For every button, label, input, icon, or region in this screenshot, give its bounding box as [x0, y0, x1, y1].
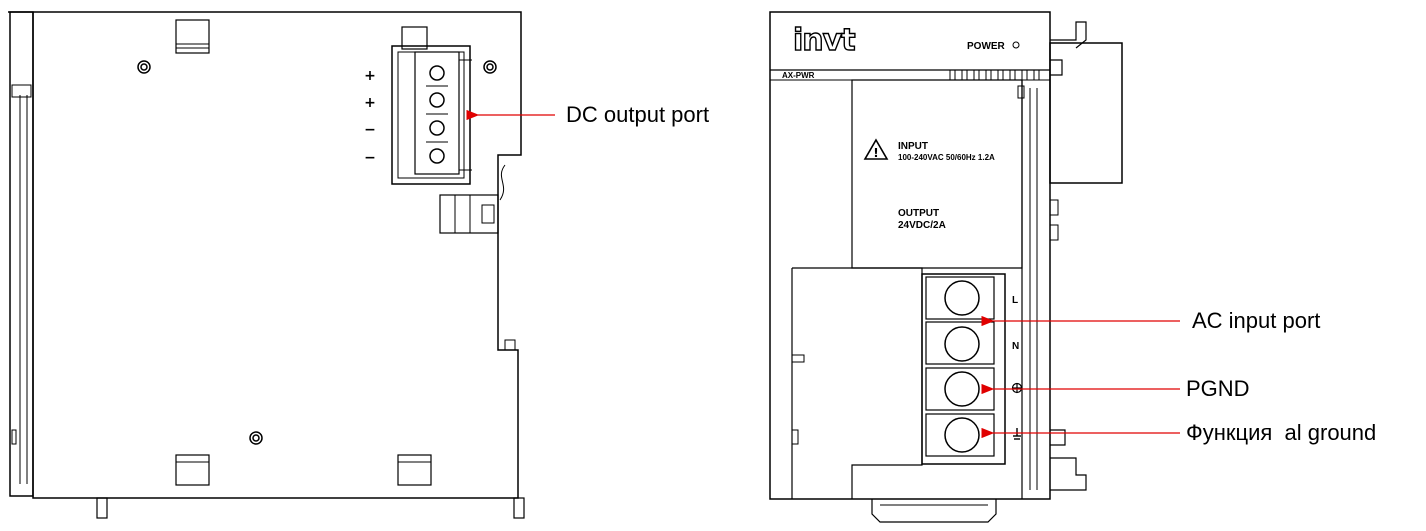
vent-teeth: [949, 69, 1040, 80]
terminal-screw-n: [944, 326, 980, 362]
terminal-screw-fg: [944, 417, 980, 453]
bottom-clip-left: [175, 454, 210, 486]
front-view: [769, 11, 1123, 523]
side-view-outline: [8, 11, 522, 499]
terminal-marks: + + − −: [364, 68, 376, 166]
pgnd-label: PGND: [1186, 376, 1250, 401]
terminal-n-label: N: [1012, 341, 1019, 352]
dc-connector: [391, 26, 472, 185]
terminal-mark: −: [364, 150, 376, 166]
terminal-mark: +: [364, 95, 376, 111]
terminal-screw-pgnd: [944, 371, 980, 407]
functional-ground-icon: [1013, 428, 1021, 440]
output-label: OUTPUT: [898, 208, 939, 219]
front-view-outline: [769, 11, 1051, 500]
screw: [249, 431, 263, 445]
terminal-l-label: L: [1012, 295, 1018, 306]
terminal-screw-l: [944, 280, 980, 316]
label-panel: [851, 79, 1023, 269]
output-rating: 24VDC/2A: [898, 220, 946, 231]
ac-terminal-block: [921, 273, 1006, 465]
model-label: AX-PWR: [782, 71, 815, 80]
warning-icon: !: [863, 138, 889, 160]
screw: [137, 60, 151, 74]
side-latch: [439, 164, 506, 234]
input-rating: 100-240VAC 50/60Hz 1.2A: [898, 153, 995, 162]
bottom-clip-right: [397, 454, 432, 486]
power-led: [1012, 41, 1020, 49]
input-label: INPUT: [898, 141, 928, 152]
bottom-connector: [871, 499, 997, 523]
side-rail: [9, 11, 34, 497]
side-view: [8, 11, 525, 519]
rear-block: [1049, 42, 1123, 184]
top-clip: [175, 19, 210, 54]
screw: [483, 60, 497, 74]
brand-logo: invt: [793, 23, 855, 58]
terminal-mark: −: [364, 122, 376, 138]
functional-ground-label: Функция al ground: [1186, 420, 1376, 445]
ground-icon: [1011, 382, 1023, 394]
svg-text:!: !: [873, 146, 878, 160]
terminal-mark: +: [364, 68, 376, 84]
power-label: POWER: [967, 41, 1006, 52]
dc-output-label: DC output port: [566, 102, 709, 127]
ac-input-label: AC input port: [1192, 308, 1320, 333]
